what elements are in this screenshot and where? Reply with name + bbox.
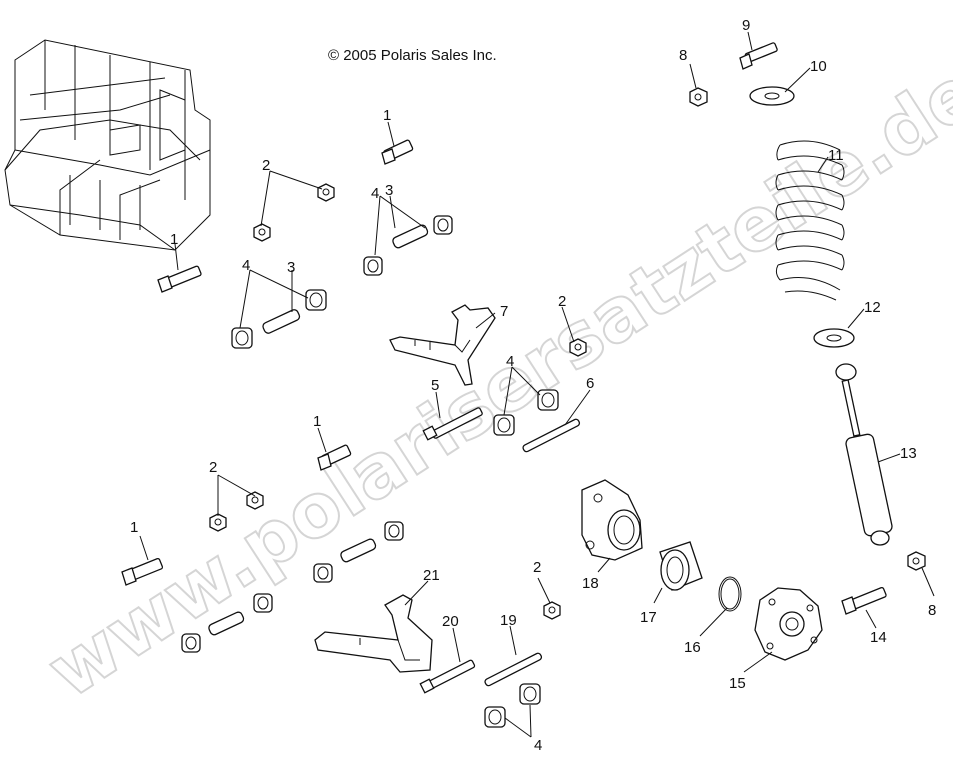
callout-13: 13 [900, 445, 917, 462]
bearing-17 [659, 541, 703, 591]
callout-18: 18 [582, 575, 599, 592]
frame-assembly [4, 39, 211, 251]
callout-8: 8 [679, 47, 687, 64]
callout-7: 7 [500, 303, 508, 320]
pivot-bolt-20 [419, 659, 476, 694]
bushing-4-g [313, 563, 333, 583]
bolt-14 [841, 586, 887, 615]
callout-11: 11 [828, 147, 844, 164]
bushing-4-k [484, 706, 506, 728]
callout-1: 1 [130, 519, 138, 536]
bolt-1-d [121, 557, 164, 586]
pin-6 [522, 418, 581, 453]
bushing-4-b [433, 215, 453, 235]
callout-4: 4 [506, 353, 514, 370]
callout-16: 16 [684, 639, 701, 656]
callout-2: 2 [262, 157, 270, 174]
sleeve-3-b [262, 309, 301, 334]
callout-15: 15 [729, 675, 746, 692]
nut-2-c [569, 338, 587, 357]
pin-19 [484, 652, 543, 687]
pivot-bolt-5 [422, 407, 483, 441]
nut-2-b [253, 223, 271, 242]
bearing-carrier-18 [581, 479, 643, 561]
callout-14: 14 [870, 629, 887, 646]
upper-a-arm-7 [389, 304, 496, 386]
callout-19: 19 [500, 612, 517, 629]
leader-lines [139, 31, 935, 738]
bolt-1-a [381, 139, 414, 165]
callout-21: 21 [423, 567, 440, 584]
bushing-4-d [305, 289, 327, 311]
callout-12: 12 [864, 299, 881, 316]
callout-20: 20 [442, 613, 459, 630]
lower-a-arm-21 [314, 594, 433, 673]
callout-8: 8 [928, 602, 936, 619]
bushing-4-e [493, 414, 515, 436]
bushing-4-i [181, 633, 201, 653]
callout-4: 4 [534, 737, 542, 754]
nut-2-f [543, 601, 561, 620]
callout-2: 2 [558, 293, 566, 310]
callout-1: 1 [383, 107, 391, 124]
copyright-notice: © 2005 Polaris Sales Inc. [328, 47, 497, 64]
callout-4: 4 [242, 257, 250, 274]
hub-15 [754, 587, 823, 661]
sleeve-3-a [392, 224, 429, 249]
callout-5: 5 [431, 377, 439, 394]
callout-3: 3 [287, 259, 295, 276]
callouts: 1 1 1 1 2 2 2 2 3 3 4 4 4 4 5 6 7 8 8 9 … [130, 17, 936, 754]
callout-1: 1 [170, 231, 178, 248]
nut-2-a [317, 183, 335, 202]
callout-2: 2 [533, 559, 541, 576]
nut-2-d [246, 491, 264, 510]
snap-ring-16 [718, 576, 742, 612]
bushing-4-l [519, 683, 541, 705]
callout-6: 6 [586, 375, 594, 392]
callout-17: 17 [640, 609, 657, 626]
bolt-9 [739, 42, 778, 70]
callout-4: 4 [371, 185, 379, 202]
bushing-4-a [363, 256, 383, 276]
shock-absorber-13 [835, 363, 893, 546]
callout-1: 1 [313, 413, 321, 430]
spring-11 [775, 140, 845, 301]
nut-8-a [689, 87, 708, 107]
spring-seat-12 [813, 328, 855, 348]
nut-8-b [907, 551, 926, 571]
spring-retainer-10 [749, 86, 795, 106]
bolt-1-b [157, 265, 202, 293]
bushing-4-j [253, 593, 273, 613]
sleeve-3-d [208, 611, 245, 636]
bushing-4-f [537, 389, 559, 411]
callout-2: 2 [209, 459, 217, 476]
callout-3: 3 [385, 182, 393, 199]
bushing-4-c [231, 327, 253, 349]
sleeve-3-c [340, 538, 377, 563]
bolt-1-c [317, 444, 352, 471]
callout-9: 9 [742, 17, 750, 34]
nut-2-e [209, 513, 227, 532]
bushing-4-h [384, 521, 404, 541]
callout-10: 10 [810, 58, 827, 75]
